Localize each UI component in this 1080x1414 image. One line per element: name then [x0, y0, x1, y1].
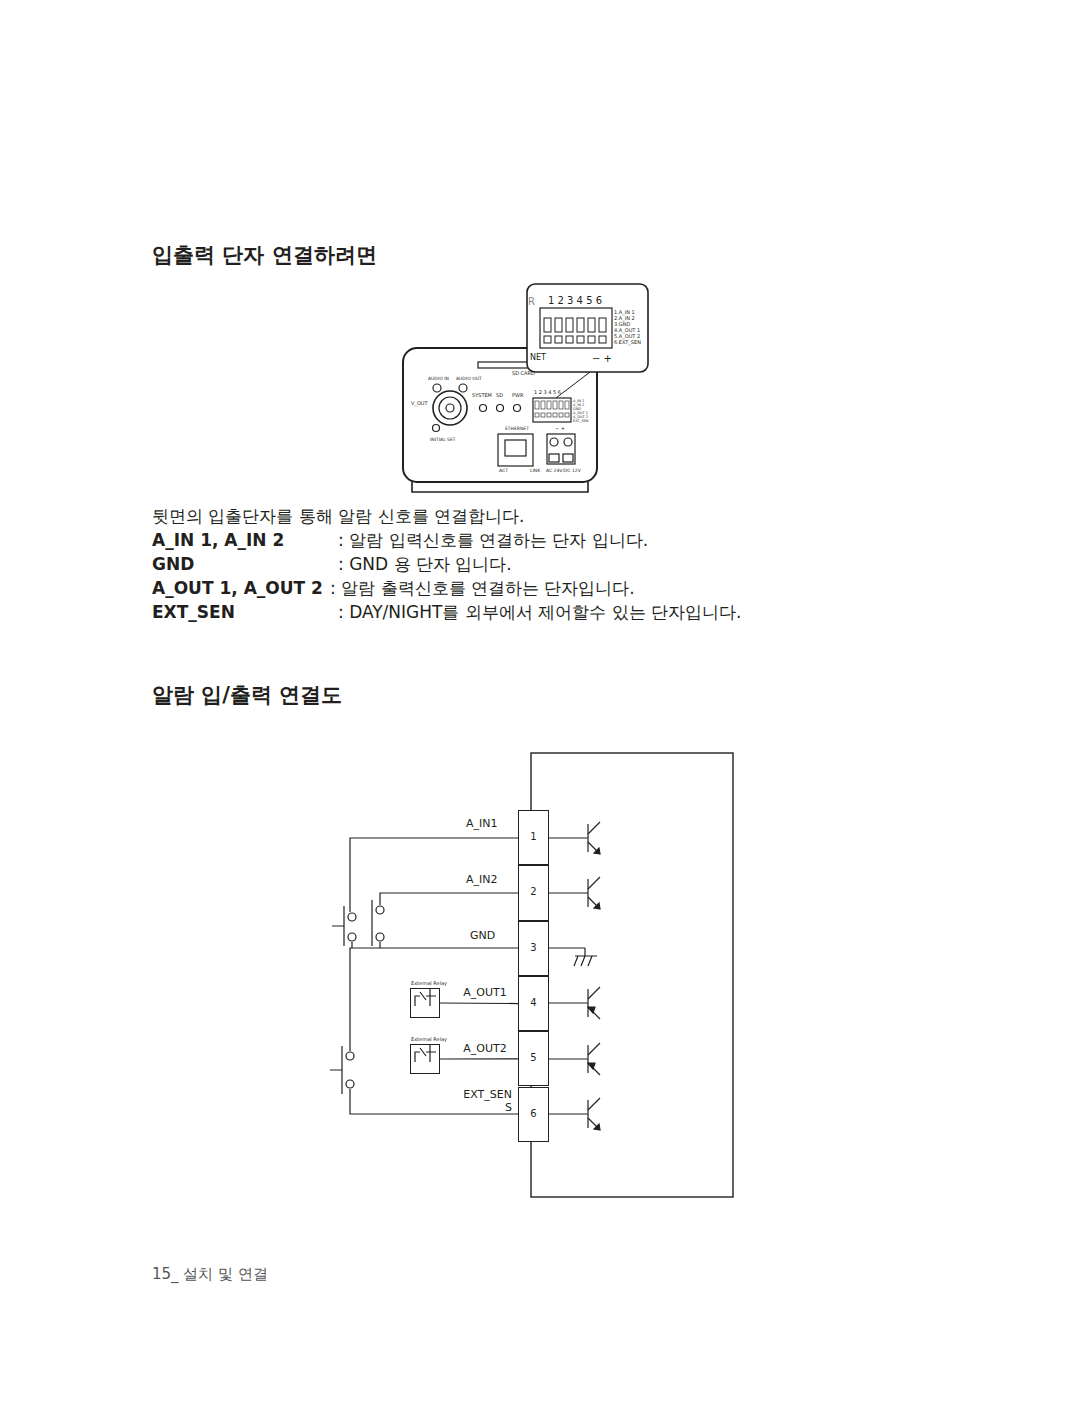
- terminal-block: [535, 401, 569, 417]
- relay-heading: External Relay: [411, 1036, 447, 1042]
- pin-number: 3: [519, 922, 548, 953]
- pin-name: 4.A_OUT 1: [614, 328, 640, 334]
- terminal-pin: 6: [518, 1087, 549, 1142]
- pin-number: 4: [519, 977, 548, 1008]
- switch-symbol: [330, 900, 384, 1094]
- wire: [440, 1058, 518, 1059]
- power-label: AC 24V/DC 12V: [546, 468, 581, 473]
- pin-number: 6: [519, 1088, 548, 1119]
- terminal-pin: 3: [518, 921, 549, 976]
- relay-symbol: [415, 988, 436, 1062]
- relay-box: External Relay: [410, 1044, 440, 1074]
- port-label: AUDIO OUT: [456, 376, 482, 381]
- pin-numbers: 1 2 3 4 5 6: [534, 390, 561, 396]
- signal-name: EXT_SEN S: [458, 1089, 512, 1114]
- ground-symbol: [574, 948, 597, 966]
- pin-name: GND: [573, 407, 581, 411]
- signal-name: A_OUT2: [463, 1043, 506, 1056]
- term-description: : GND 용 단자 입니다.: [338, 555, 512, 575]
- zoom-callout: [527, 284, 648, 398]
- pin-name: 6.EXT_SEN: [614, 340, 641, 346]
- pin-name: 3.GND: [614, 322, 630, 328]
- port-label: SD CARD: [512, 371, 535, 377]
- polarity-label: − +: [555, 426, 565, 432]
- pin-number: 2: [519, 866, 548, 897]
- pin-name: 1.A_IN 1: [614, 310, 635, 316]
- port-label: LINK: [530, 468, 540, 473]
- wire: [350, 838, 588, 1114]
- wire: [440, 1002, 518, 1004]
- term-description: : 알람 입력신호를 연결하는 단자 입니다.: [338, 531, 648, 551]
- signal-name: A_IN1: [466, 818, 498, 831]
- pin-name: 5.A_OUT 2: [614, 334, 640, 340]
- terminal-block: [544, 318, 606, 343]
- body-text: 뒷면의 입출단자를 통해 알람 신호를 연결합니다.: [152, 507, 524, 527]
- terminal-label: R: [528, 296, 535, 308]
- pin-name: A_IN 1: [573, 399, 584, 403]
- port-label: AUDIO IN: [428, 376, 449, 381]
- terminal-pin: 4: [518, 976, 549, 1031]
- pin-name: 2.A_IN 2: [614, 316, 635, 322]
- pin-name: A_OUT 2: [573, 415, 588, 419]
- pin-name: EXT_SEN: [573, 419, 589, 423]
- signal-name: A_OUT1: [463, 987, 506, 1000]
- relay-heading: External Relay: [411, 980, 447, 986]
- transistor-symbol: [588, 822, 600, 1130]
- signal-name: GND: [470, 930, 495, 943]
- button-label: INITIAL SET: [430, 437, 456, 442]
- term-name: A_OUT 1, A_OUT 2: [152, 579, 323, 599]
- term-description: : DAY/NIGHT를 외부에서 제어할수 있는 단자입니다.: [338, 603, 741, 623]
- terminal-pin: 2: [518, 865, 549, 920]
- pin-name: A_OUT 1: [573, 411, 588, 415]
- term-name: GND: [152, 555, 194, 575]
- port-label: NET: [530, 353, 546, 362]
- section-heading: 입출력 단자 연결하려면: [152, 243, 377, 267]
- port-label: ACT: [499, 468, 508, 473]
- port-label: V_OUT: [411, 401, 428, 407]
- terminal-pin: 5: [518, 1031, 549, 1086]
- term-name: A_IN 1, A_IN 2: [152, 531, 284, 551]
- led-label: SD: [496, 393, 503, 399]
- relay-box: External Relay: [410, 988, 440, 1018]
- polarity-label: − +: [592, 353, 612, 365]
- page-footer: 15_ 설치 및 연결: [152, 1266, 268, 1283]
- term-description: : 알람 출력신호를 연결하는 단자입니다.: [330, 579, 635, 599]
- led-label: SYSTEM: [472, 393, 492, 399]
- signal-name: A_IN2: [466, 874, 498, 887]
- term-name: EXT_SEN: [152, 603, 235, 623]
- section-heading: 알람 입/출력 연결도: [152, 683, 342, 707]
- pin-number: 1: [519, 811, 548, 842]
- camera-internal: [531, 753, 733, 1197]
- pin-number: 5: [519, 1032, 548, 1063]
- port-label: ETHERNET: [505, 426, 529, 431]
- led-label: PWR: [512, 393, 523, 399]
- terminal-pin: 1: [518, 810, 549, 865]
- pin-name: A_IN 2: [573, 403, 584, 407]
- pin-numbers: 1 2 3 4 5 6: [548, 295, 602, 307]
